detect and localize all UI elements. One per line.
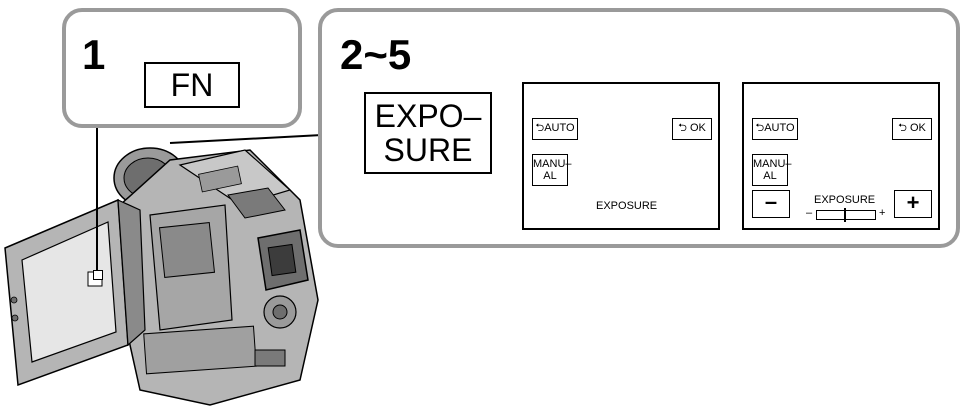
manual-button[interactable]: MANU– AL: [532, 154, 572, 186]
exposure-caption: EXPOSURE: [596, 200, 658, 212]
panel-button: [10, 296, 18, 304]
exposure-button[interactable]: EXPO– SURE: [364, 92, 492, 174]
lcd-screen: [21, 221, 117, 363]
lcd-hinge: [117, 199, 146, 347]
minus-button[interactable]: –: [752, 190, 790, 218]
exposure-label-line2: SURE: [383, 132, 473, 168]
speaker-grille: [198, 165, 242, 193]
viewfinder-window: [267, 243, 297, 277]
return-arrow-icon: ⮌: [678, 122, 687, 134]
mode-dial-center: [272, 304, 288, 320]
exposure-label-line1: EXPO–: [374, 98, 482, 134]
step-number: 1: [82, 31, 106, 78]
camera-button: [254, 349, 286, 367]
step-number: 2~5: [340, 31, 412, 78]
cassette-door: [143, 325, 257, 375]
leader-line: [96, 128, 98, 278]
ok-button[interactable]: ⮌ OK: [672, 118, 712, 140]
step1-callout: 1 FN: [62, 8, 302, 128]
exposure-scale: – +: [806, 207, 886, 222]
fn-button[interactable]: FN: [144, 62, 240, 108]
return-arrow-icon: ⮌: [755, 122, 765, 134]
scale-indicator: [844, 208, 846, 222]
scale-plus-label: +: [879, 207, 886, 219]
auto-button[interactable]: ⮌AUTO: [752, 118, 798, 140]
accessory-shoe: [227, 187, 286, 219]
plus-button[interactable]: +: [894, 190, 932, 218]
auto-button[interactable]: ⮌AUTO: [532, 118, 578, 140]
camcorder-illustration: [4, 147, 319, 406]
ok-button[interactable]: ⮌ OK: [892, 118, 932, 140]
leader-line: [93, 270, 103, 280]
lcd-screen-exposure: ⮌AUTO ⮌ OK MANU– AL EXPOSURE: [522, 82, 720, 230]
scale-minus-label: –: [806, 207, 813, 219]
return-arrow-icon: ⮌: [535, 122, 545, 134]
lcd-screen-exposure-manual: ⮌AUTO ⮌ OK MANU– AL – + EXPOSURE – +: [742, 82, 940, 230]
scale-bar: [816, 210, 876, 220]
step2-5-callout: 2~5 EXPO– SURE ⮌AUTO ⮌ OK MANU– AL EXPOS…: [318, 8, 960, 248]
exposure-caption: EXPOSURE: [814, 194, 876, 206]
manual-button[interactable]: MANU– AL: [752, 154, 792, 186]
panel-button: [11, 314, 19, 322]
return-arrow-icon: ⮌: [898, 122, 907, 134]
lcd-recess: [158, 221, 216, 279]
